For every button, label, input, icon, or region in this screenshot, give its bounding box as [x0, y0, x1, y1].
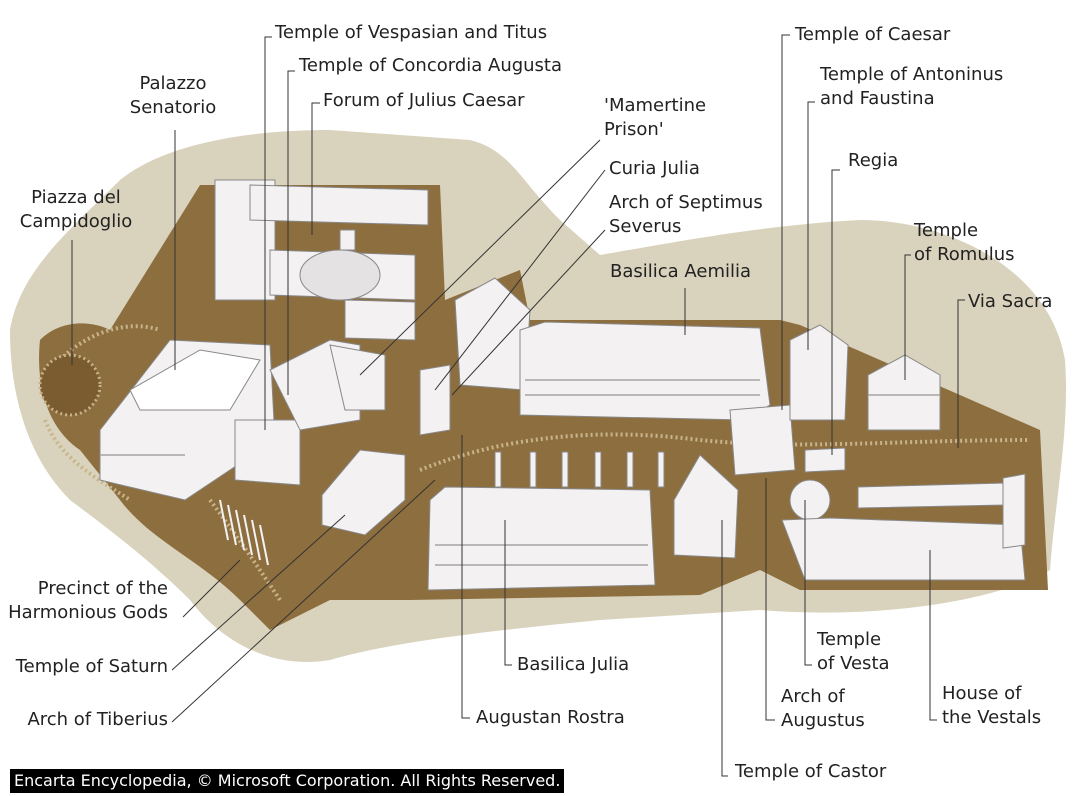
copyright-credit: Encarta Encyclopedia, © Microsoft Corpor…	[10, 769, 565, 793]
label-via-sacra: Via Sacra	[968, 291, 1053, 312]
label-temple-concordia: Temple of Concordia Augusta	[299, 55, 563, 76]
label-forum-julius-caesar: Forum of Julius Caesar	[323, 90, 525, 111]
precinct-colonnade	[219, 499, 269, 566]
label-temple-of-caesar: Temple of Caesar	[795, 24, 951, 45]
via-sacra-path	[43, 324, 1031, 602]
honorary-columns	[494, 451, 665, 488]
label-arch-of-tiberius: Arch of Tiberius	[27, 709, 168, 730]
label-piazza-campidoglio: Piazza del Campidoglio	[19, 187, 133, 232]
label-arch-of-augustus: Arch of Augustus	[781, 686, 865, 731]
label-temple-of-romulus: Temple of Romulus	[914, 220, 1015, 265]
leader-lines	[71, 34, 965, 777]
label-curia-julia: Curia Julia	[609, 158, 700, 179]
label-basilica-aemilia: Basilica Aemilia	[610, 261, 752, 282]
label-regia: Regia	[848, 150, 899, 171]
label-house-of-the-vestals: House of the Vestals	[942, 683, 1042, 728]
label-temple-of-saturn: Temple of Saturn	[15, 656, 168, 677]
label-mamertine-prison: 'Mamertine Prison'	[604, 95, 707, 140]
label-temple-vespasian-titus: Temple of Vespasian and Titus	[275, 22, 548, 43]
label-precinct-harmonious-gods: Precinct of the Harmonious Gods	[8, 578, 168, 623]
label-palazzo-senatorio: Palazzo Senatorio	[129, 73, 217, 118]
arcades	[100, 379, 940, 566]
buildings	[99, 179, 1026, 591]
label-temple-of-vesta: Temple of Vesta	[817, 629, 890, 674]
label-basilica-julia: Basilica Julia	[517, 654, 630, 675]
label-temple-of-castor: Temple of Castor	[735, 761, 887, 782]
label-temple-antoninus-faustina: Temple of Antoninus and Faustina	[820, 64, 1004, 109]
campidoglio-piazza	[38, 353, 102, 417]
label-augustan-rostra: Augustan Rostra	[476, 707, 625, 728]
label-arch-septimus-severus: Arch of Septimus Severus	[609, 192, 763, 237]
